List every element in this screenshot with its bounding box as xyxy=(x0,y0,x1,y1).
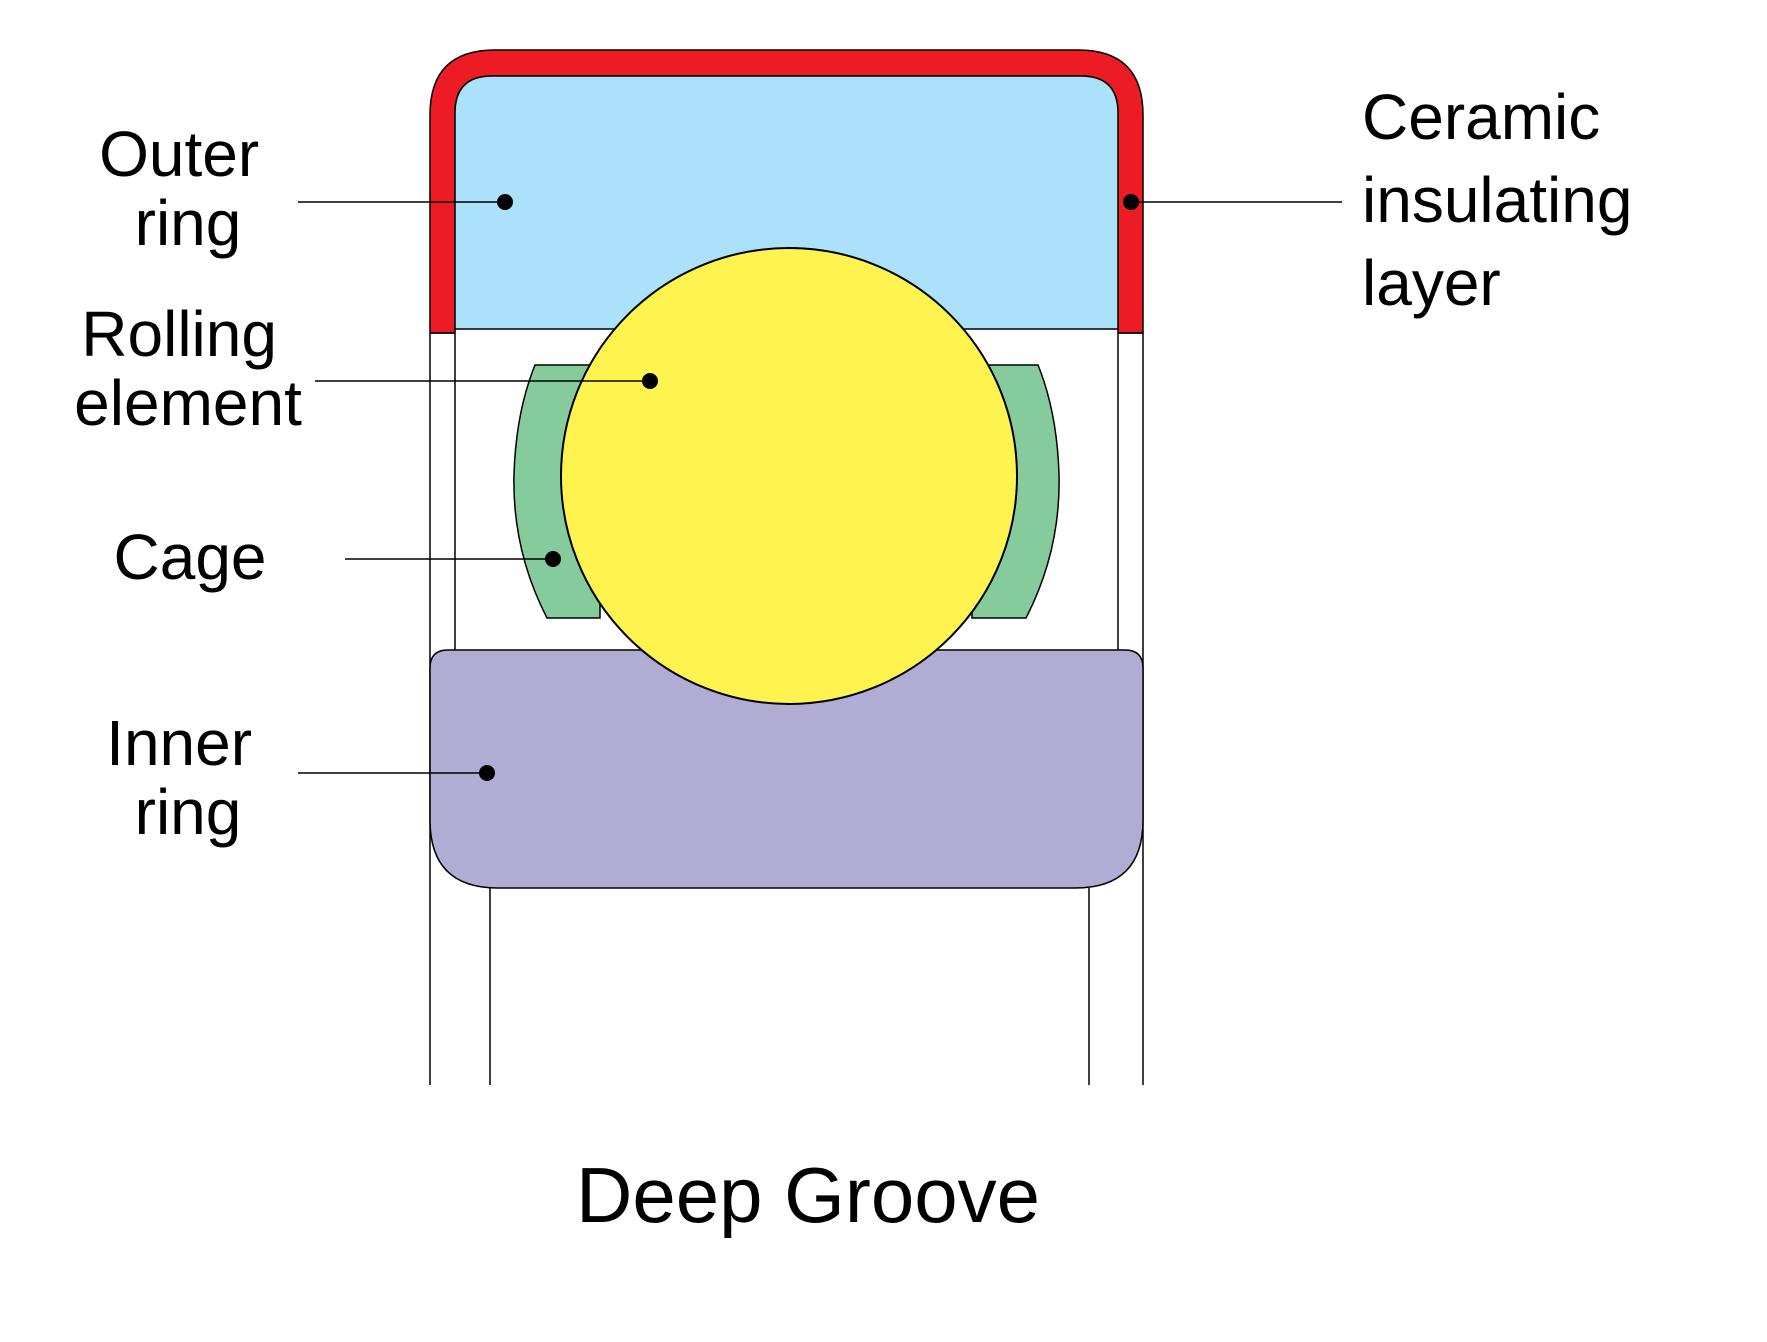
diagram-caption: Deep Groove xyxy=(576,1151,1040,1239)
label-ceramic-insulating-layer: Ceramic insulating layer xyxy=(1362,81,1650,319)
leader-cage xyxy=(345,551,561,567)
inner-ring xyxy=(429,649,1144,889)
label-cage: Cage xyxy=(114,521,267,593)
label-inner-ring: Inner ring xyxy=(106,707,270,848)
leader-rolling-element xyxy=(315,373,658,389)
leader-inner-ring xyxy=(298,765,495,781)
label-outer-ring: Outer ring xyxy=(99,118,277,259)
outer-ring xyxy=(454,75,1119,330)
leader-outer-ring xyxy=(298,194,513,210)
leader-ceramic-layer xyxy=(1123,194,1342,210)
rolling-element xyxy=(560,247,1018,705)
label-rolling-element: Rolling element xyxy=(74,298,302,439)
